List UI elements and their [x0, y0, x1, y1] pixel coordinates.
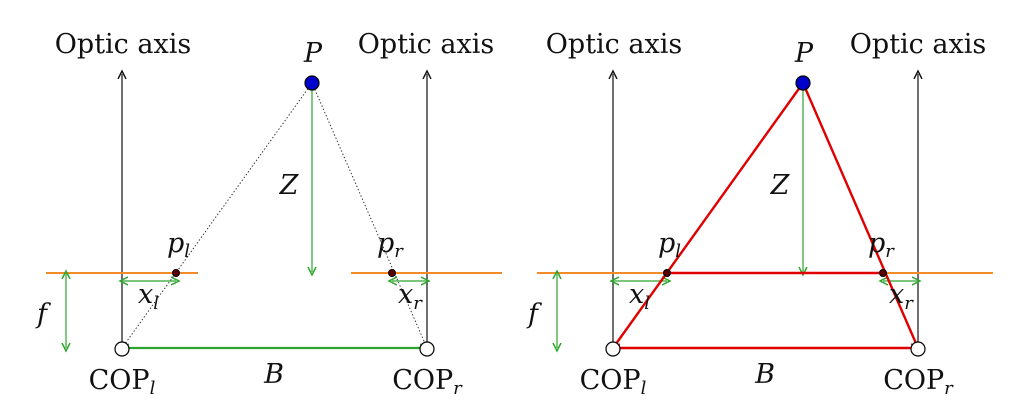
optic-axis-right-label: Optic axis	[358, 29, 494, 60]
depth-label: Z	[279, 170, 300, 201]
right-projection-marker	[388, 269, 396, 277]
depth-label: Z	[770, 170, 791, 201]
right-center-of-projection	[419, 341, 435, 357]
left-image-coordinate-label: xl	[629, 279, 650, 314]
right-cop-label: COPr	[883, 365, 954, 399]
focal-length-label: f	[35, 299, 51, 330]
left-center-of-projection	[605, 341, 621, 357]
baseline-label: B	[263, 359, 284, 390]
focal-length-label: f	[526, 299, 542, 330]
right-projection-marker	[879, 269, 887, 277]
right-projection-label: pr	[377, 228, 404, 262]
optic-axis-left-label: Optic axis	[55, 29, 191, 60]
point-p-marker	[304, 75, 320, 91]
optic-axis-left-label: Optic axis	[546, 29, 682, 60]
left-center-of-projection	[114, 341, 130, 357]
right-panel: Optic axis Optic axis P Z f B pl pr xl x…	[526, 29, 993, 399]
left-image-coordinate-label: xl	[138, 279, 159, 314]
left-projection-label: pl	[167, 228, 190, 262]
left-cop-label: COPl	[580, 365, 647, 399]
right-dotted-ray	[311, 82, 428, 349]
left-panel: Optic axis Optic axis P Z f B pl pr xl x…	[35, 29, 502, 399]
right-cop-label: COPr	[392, 365, 463, 399]
right-image-coordinate-label: xr	[398, 279, 423, 314]
point-p-label: P	[303, 38, 323, 69]
triangle-left-edge	[612, 82, 804, 349]
left-cop-label: COPl	[89, 365, 156, 399]
baseline-label: B	[754, 359, 775, 390]
triangle-right-edge	[801, 82, 920, 349]
left-projection-marker	[172, 269, 180, 277]
right-center-of-projection	[910, 341, 926, 357]
point-p-label: P	[794, 38, 814, 69]
left-projection-marker	[663, 269, 671, 277]
left-projection-label: pl	[658, 228, 681, 262]
right-image-coordinate-label: xr	[889, 279, 914, 314]
point-p-marker	[795, 75, 811, 91]
right-projection-label: pr	[868, 228, 895, 262]
optic-axis-right-label: Optic axis	[850, 29, 986, 60]
